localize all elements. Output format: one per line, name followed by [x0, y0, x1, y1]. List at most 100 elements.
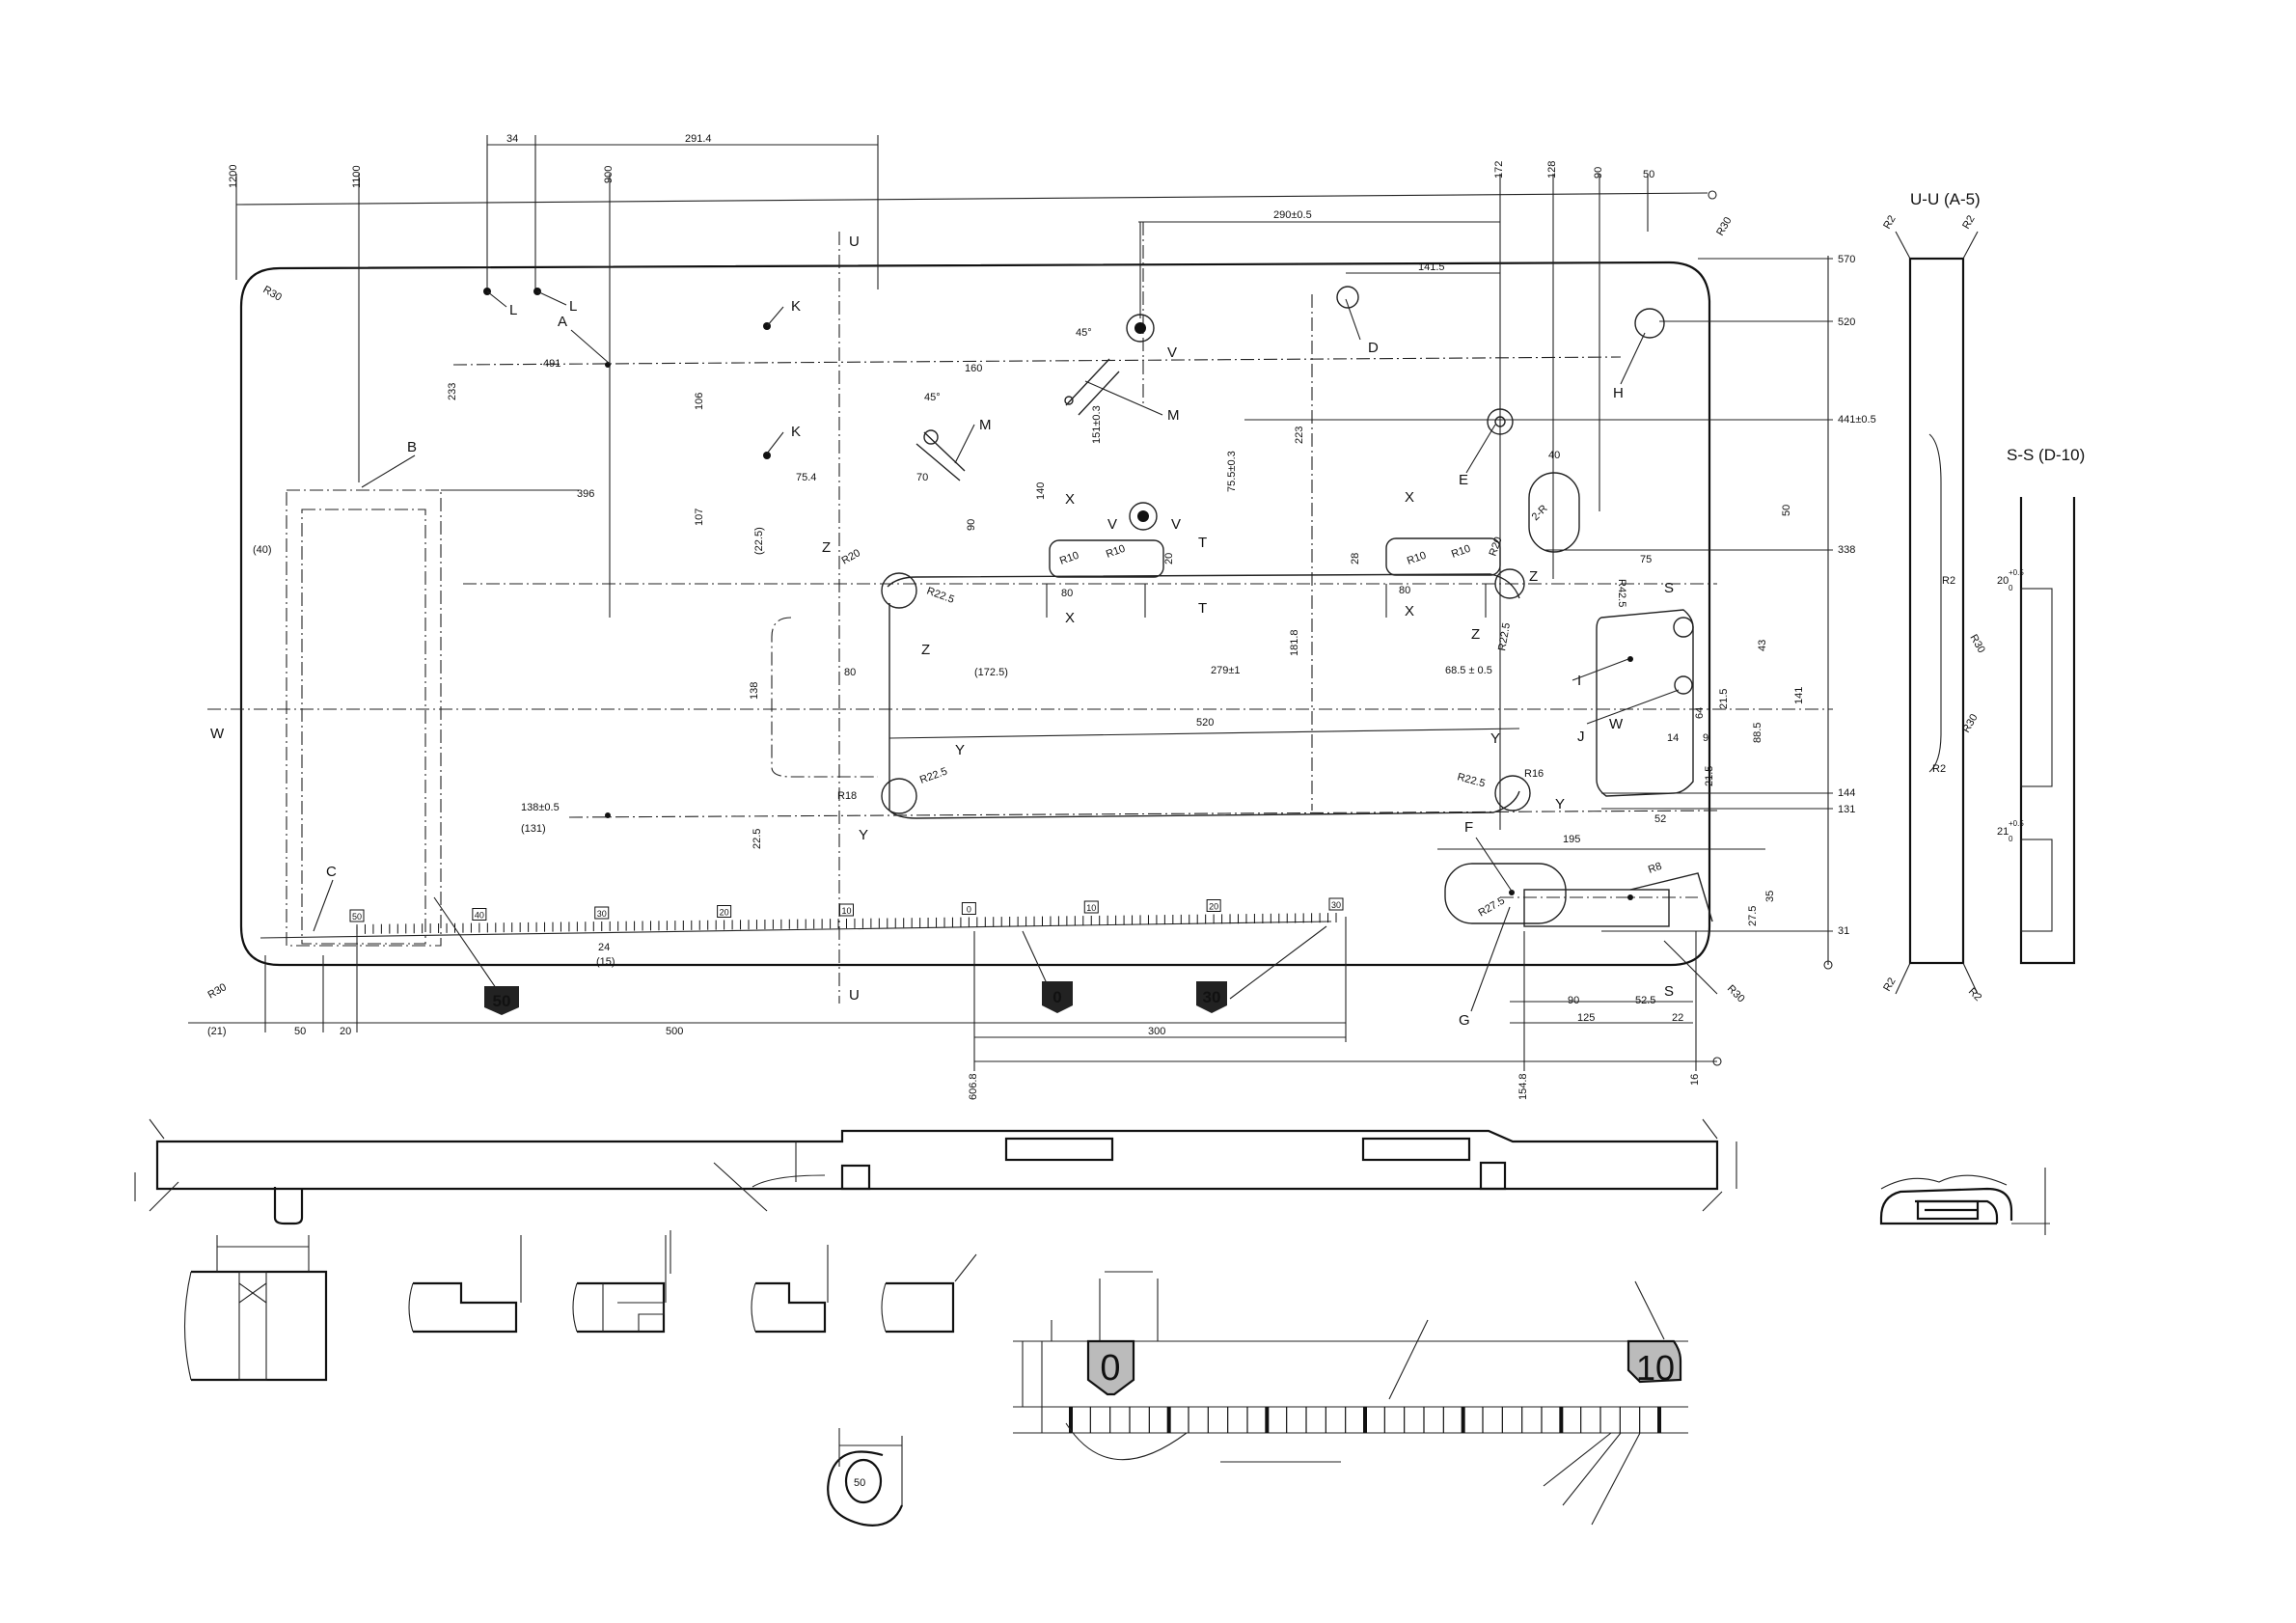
rad-r22: R22.5 [925, 586, 956, 606]
dim-606: 606.8 [968, 1073, 979, 1100]
center-lines [207, 222, 1833, 1004]
dim-520: 520 [1196, 717, 1214, 729]
dim-181: 181.8 [1289, 629, 1300, 656]
section-ss: S-S (D-10) 20 +0.5 0 21 +0.5 0 [1997, 446, 2085, 965]
label-w2: W [1609, 716, 1624, 732]
dim-9: 9 [1703, 732, 1708, 744]
dim-291-4: 291.4 [685, 133, 712, 145]
label-h: H [1613, 385, 1624, 401]
cam-detail: 50 [827, 1428, 904, 1527]
dim-125: 125 [1577, 1012, 1595, 1024]
dim-40r: 40 [1548, 450, 1560, 461]
rad-r30-tr: R30 [1714, 215, 1734, 237]
dim-14: 14 [1667, 732, 1679, 744]
uu-r2-bl: R2 [1881, 976, 1898, 993]
ruler-label: 50 [352, 912, 362, 922]
label-e: E [1459, 472, 1468, 488]
rad-r10d: R10 [1450, 543, 1472, 561]
dim-1100: 1100 [351, 165, 363, 188]
dim-50r: 50 [1781, 505, 1792, 516]
dim-52: 52 [1654, 813, 1666, 825]
label-v2: V [1107, 516, 1117, 533]
label-z2: Z [921, 642, 930, 658]
label-u2: U [849, 987, 860, 1004]
rad-r22r: R22.5 [1496, 622, 1513, 652]
dim-28: 28 [1350, 553, 1361, 564]
ref-144: 144 [1838, 787, 1855, 799]
label-x4: X [1405, 603, 1414, 619]
main-plate [239, 261, 1711, 967]
label-x2: X [1065, 610, 1075, 626]
rad-2r: 2-R [1530, 503, 1550, 523]
frame-b [286, 489, 579, 947]
dim-900: 900 [603, 166, 615, 183]
dim-90b: 90 [1568, 995, 1579, 1006]
rad-r16: R16 [1524, 768, 1544, 780]
dim-500: 500 [666, 1026, 683, 1037]
ruler-label-box [1328, 897, 1344, 911]
dim-396: 396 [577, 488, 594, 500]
section-uu: U-U (A-5) R2 R2 R2 R2 R2 R30 R30 R2 [1881, 190, 1987, 1004]
dim-20b: 20 [340, 1026, 351, 1037]
dim-300: 300 [1148, 1026, 1165, 1037]
scale-badges: 50 0 30 [484, 981, 1227, 1015]
dim-50: 50 [1643, 169, 1654, 180]
label-v3: V [1171, 516, 1181, 533]
label-v1: V [1167, 344, 1177, 361]
label-z3: Z [1529, 568, 1538, 585]
uu-r2-tl: R2 [1881, 213, 1898, 231]
rad-r22b: R22.5 [918, 766, 949, 786]
label-j: J [1577, 729, 1585, 745]
dim-138-05: 138±0.5 [521, 802, 560, 813]
dim-195: 195 [1563, 834, 1580, 845]
label-w1: W [210, 726, 225, 742]
label-g: G [1459, 1012, 1470, 1029]
badge-0: 0 [1052, 988, 1061, 1006]
section-uu-title: U-U (A-5) [1910, 190, 1981, 208]
badge-50: 50 [493, 992, 511, 1010]
dim-43: 43 [1757, 640, 1768, 651]
ruler-label-box [839, 903, 854, 917]
ruler-label: 10 [841, 906, 851, 916]
ruler-label-box [349, 909, 365, 922]
label-k2: K [791, 424, 801, 440]
dim-75-5: 75.5±0.3 [1226, 451, 1238, 492]
ruler-label-box [1083, 900, 1099, 914]
dim-106: 106 [694, 393, 705, 410]
dim-75r: 75 [1640, 554, 1652, 565]
dim-172: 172 [1493, 161, 1505, 179]
ruler-label: 0 [967, 905, 971, 915]
label-y4: Y [1555, 796, 1565, 812]
rad-r22c: R22.5 [1456, 771, 1486, 789]
ruler-label: 20 [720, 908, 729, 918]
ref-31: 31 [1838, 925, 1849, 937]
dim-290: 290±0.5 [1273, 209, 1312, 221]
dim-80c: 80 [1399, 585, 1410, 596]
rad-r30-bl: R30 [206, 981, 229, 1001]
scale-detail-10: 10 [1636, 1348, 1675, 1388]
rad-r42: R42.5 [1616, 579, 1627, 607]
dim-75-4: 75.4 [796, 472, 816, 483]
latch-detail [1879, 1168, 2050, 1235]
ruler-label: 30 [1331, 900, 1341, 910]
ruler-label-box [472, 908, 487, 921]
label-l1: L [509, 302, 517, 318]
top-dimension-lines [235, 135, 1708, 830]
uu-r2-br: R2 [1966, 986, 1983, 1004]
dim-138: 138 [749, 682, 760, 700]
dim-172-5: (172.5) [974, 667, 1008, 678]
center-cutout [771, 573, 1520, 819]
dim-21: (21) [207, 1026, 227, 1037]
ss-tol-zero-b: 0 [2009, 835, 2013, 843]
dim-491: 491 [543, 358, 560, 370]
dim-279: 279±1 [1211, 665, 1241, 676]
rad-r10a: R10 [1058, 550, 1080, 567]
dimension-texts: 34 291.4 290±0.5 141.5 160 1200 1100 900… [206, 133, 1876, 1100]
label-l2: L [569, 298, 577, 315]
ruler-label-box [1206, 899, 1221, 912]
uu-r2-tr: R2 [1960, 213, 1977, 231]
dim-80b: 80 [1061, 588, 1073, 599]
ss-dim-20: 20 [1997, 575, 2009, 587]
dim-151: 151±0.3 [1091, 405, 1103, 444]
label-m2: M [979, 417, 992, 433]
